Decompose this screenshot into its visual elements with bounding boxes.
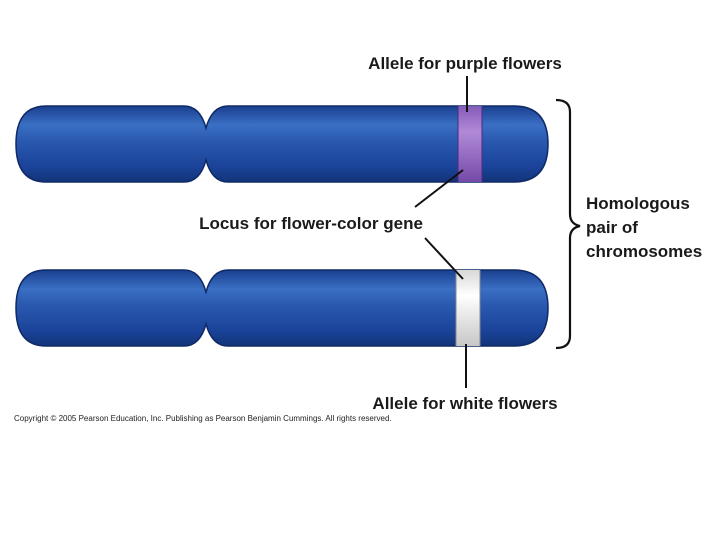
allele-white-label: Allele for white flowers [372,394,557,413]
homologous-label-line3: chromosomes [586,242,702,261]
leader-line-locus-bottom [424,237,464,280]
leader-line-locus-top [414,169,464,208]
chromosome-bottom [15,269,549,347]
homologous-label-line1: Homologous [586,194,690,213]
allele-purple-label: Allele for purple flowers [368,54,562,73]
chromosome-bottom-body [15,269,549,347]
chromosome-top-body [15,105,549,183]
white-allele-band [455,270,481,346]
purple-allele-band [457,106,483,182]
chromosome-top [15,105,549,183]
homologous-pair-bracket [555,98,581,350]
homologous-label-line2: pair of [586,218,638,237]
copyright-notice: Copyright © 2005 Pearson Education, Inc.… [14,414,392,423]
locus-label: Locus for flower-color gene [199,214,423,233]
